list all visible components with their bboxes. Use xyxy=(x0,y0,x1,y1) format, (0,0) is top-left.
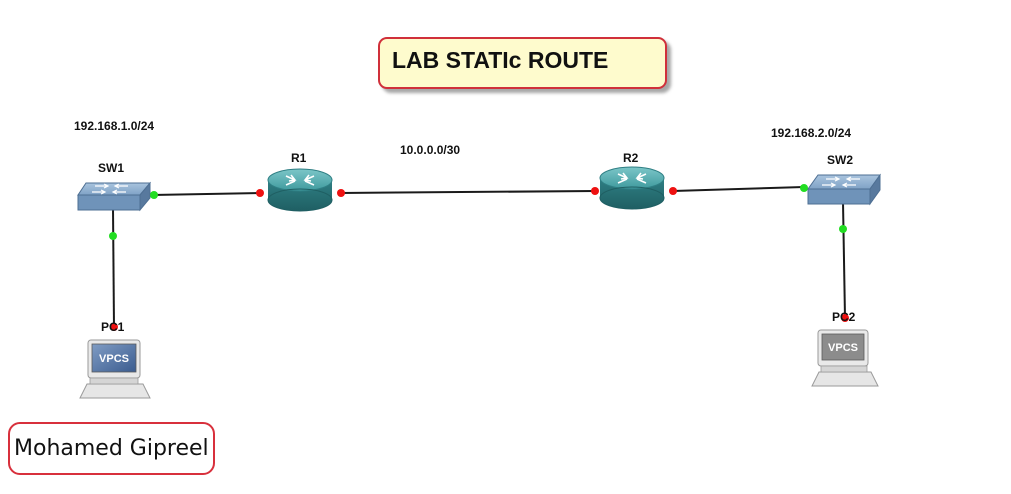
router-r1-icon[interactable] xyxy=(267,168,333,212)
port-sw1-pc1-up xyxy=(109,232,117,240)
port-r2-sw2-down xyxy=(669,187,677,195)
link-sw1-pc1[interactable] xyxy=(112,207,115,329)
r1-label[interactable]: R1 xyxy=(291,151,307,165)
port-pc1-sw1-down xyxy=(110,323,118,331)
sw2-label[interactable]: SW2 xyxy=(827,153,854,167)
switch-sw1-icon[interactable] xyxy=(77,181,152,212)
port-pc2-sw2-down xyxy=(841,314,849,322)
sw1-label[interactable]: SW1 xyxy=(98,161,125,175)
left-lan-label: 192.168.1.0/24 xyxy=(74,119,155,133)
port-r1-r2-down xyxy=(337,189,345,197)
wan-label: 10.0.0.0/30 xyxy=(400,143,461,157)
port-indicators xyxy=(109,184,849,331)
link-sw2-pc2[interactable] xyxy=(842,201,846,319)
page-title: LAB STATIc ROUTE xyxy=(392,47,609,73)
port-sw1-r1-up xyxy=(150,191,158,199)
author-name: Mohamed Gipreel xyxy=(14,436,209,461)
pc1-screen-label: VPCS xyxy=(99,353,129,365)
right-lan-label: 192.168.2.0/24 xyxy=(771,126,852,140)
r2-label[interactable]: R2 xyxy=(623,151,639,165)
pc2-label[interactable]: PC2 xyxy=(832,310,856,324)
router-r2-icon[interactable] xyxy=(599,166,665,210)
pc1-icon[interactable]: VPCS xyxy=(79,339,151,399)
switch-sw2-icon[interactable] xyxy=(807,173,881,206)
title-banner: LAB STATIc ROUTE xyxy=(378,37,667,89)
pc2-screen-label: VPCS xyxy=(828,342,858,354)
link-r2-sw2[interactable] xyxy=(672,186,805,192)
author-box: Mohamed Gipreel xyxy=(8,422,215,475)
port-r2-r1-down xyxy=(591,187,599,195)
port-r1-sw1-down xyxy=(256,189,264,197)
link-sw1-r1[interactable] xyxy=(151,192,263,196)
port-sw2-pc2-up xyxy=(839,225,847,233)
links xyxy=(112,186,846,329)
pc1-label[interactable]: PC1 xyxy=(101,320,125,334)
port-sw2-r2-up xyxy=(800,184,808,192)
link-r1-r2[interactable] xyxy=(339,190,597,194)
pc2-icon[interactable]: VPCS xyxy=(811,329,879,387)
